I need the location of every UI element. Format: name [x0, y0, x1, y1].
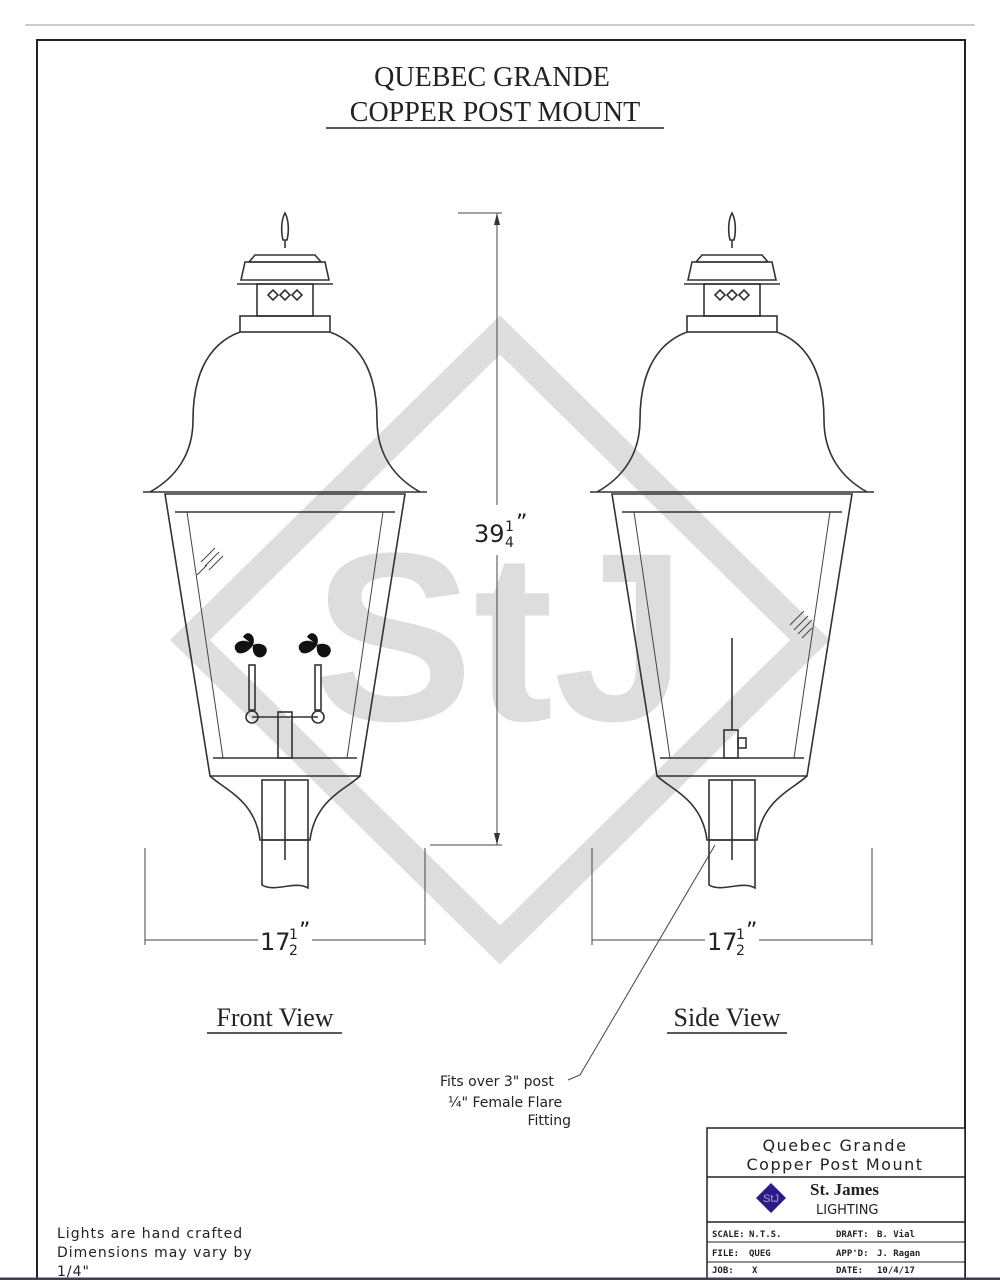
drawing-title-line1: QUEBEC GRANDE: [374, 62, 610, 93]
height-dimension: 39 1 4 ”: [430, 212, 527, 846]
title-block-name2: Copper Post Mount: [747, 1155, 924, 1174]
burner-assembly: [723, 638, 747, 759]
front-width-denominator: 2: [289, 943, 298, 959]
burner-assembly: [234, 633, 331, 759]
job-label: JOB:: [712, 1266, 734, 1276]
date-value: 10/4/17: [877, 1266, 915, 1276]
file-label: FILE:: [712, 1249, 739, 1259]
company-subtitle: LIGHTING: [816, 1203, 879, 1218]
svg-text:”: ”: [746, 919, 757, 944]
callout-line2: ¼" Female Flare: [448, 1095, 562, 1111]
company-name: St. James: [810, 1180, 879, 1199]
draft-value: B. Vial: [877, 1229, 915, 1240]
note-line3: 1/4": [57, 1264, 90, 1280]
viewer-bottom-bar: [0, 1277, 1000, 1280]
logo-text: StJ: [763, 1193, 779, 1205]
side-width-numerator: 1: [736, 927, 745, 943]
note-line2: Dimensions may vary by: [57, 1245, 253, 1261]
job-value: X: [752, 1266, 758, 1276]
post-fitting-callout: Fits over 3" post ¼" Female Flare Fittin…: [440, 844, 716, 1129]
st-james-logo: StJ: [756, 1183, 786, 1213]
approved-value: J. Ragan: [877, 1249, 920, 1259]
title-block-name1: Quebec Grande: [763, 1136, 908, 1155]
drawing-frame: [36, 39, 966, 1280]
watermark: StJ: [170, 315, 830, 965]
side-width-denominator: 2: [736, 943, 745, 959]
watermark-text: StJ: [313, 503, 686, 771]
side-width-dimension: 17 1 2 ”: [591, 848, 873, 959]
file-value: QUEG: [749, 1249, 771, 1259]
title-block: Quebec Grande Copper Post Mount StJ St. …: [706, 1127, 966, 1280]
approved-label: APP'D:: [836, 1249, 869, 1259]
drawing-title-line2: COPPER POST MOUNT: [350, 97, 640, 128]
front-view-lamp: [142, 212, 428, 889]
callout-line3: Fitting: [527, 1113, 571, 1129]
svg-text:”: ”: [299, 919, 310, 944]
height-dimension-denominator: 4: [505, 535, 514, 551]
height-dimension-whole: 39: [474, 520, 505, 548]
front-view-label: Front View: [216, 1003, 333, 1032]
scale-value: N.T.S.: [749, 1230, 782, 1240]
scale-label: SCALE:: [712, 1230, 745, 1240]
draft-label: DRAFT:: [836, 1230, 869, 1240]
front-width-whole: 17: [260, 928, 291, 956]
note-line1: Lights are hand crafted: [57, 1226, 243, 1242]
side-view-label: Side View: [673, 1003, 780, 1032]
date-label: DATE:: [836, 1266, 863, 1276]
side-width-whole: 17: [707, 928, 738, 956]
svg-text:”: ”: [516, 511, 527, 536]
callout-line1: Fits over 3" post: [440, 1074, 554, 1090]
front-width-dimension: 17 1 2 ”: [144, 848, 426, 959]
notes: Lights are hand crafted Dimensions may v…: [57, 1226, 253, 1280]
height-dimension-numerator: 1: [505, 519, 514, 535]
front-width-numerator: 1: [289, 927, 298, 943]
side-view-lamp: [589, 212, 875, 889]
